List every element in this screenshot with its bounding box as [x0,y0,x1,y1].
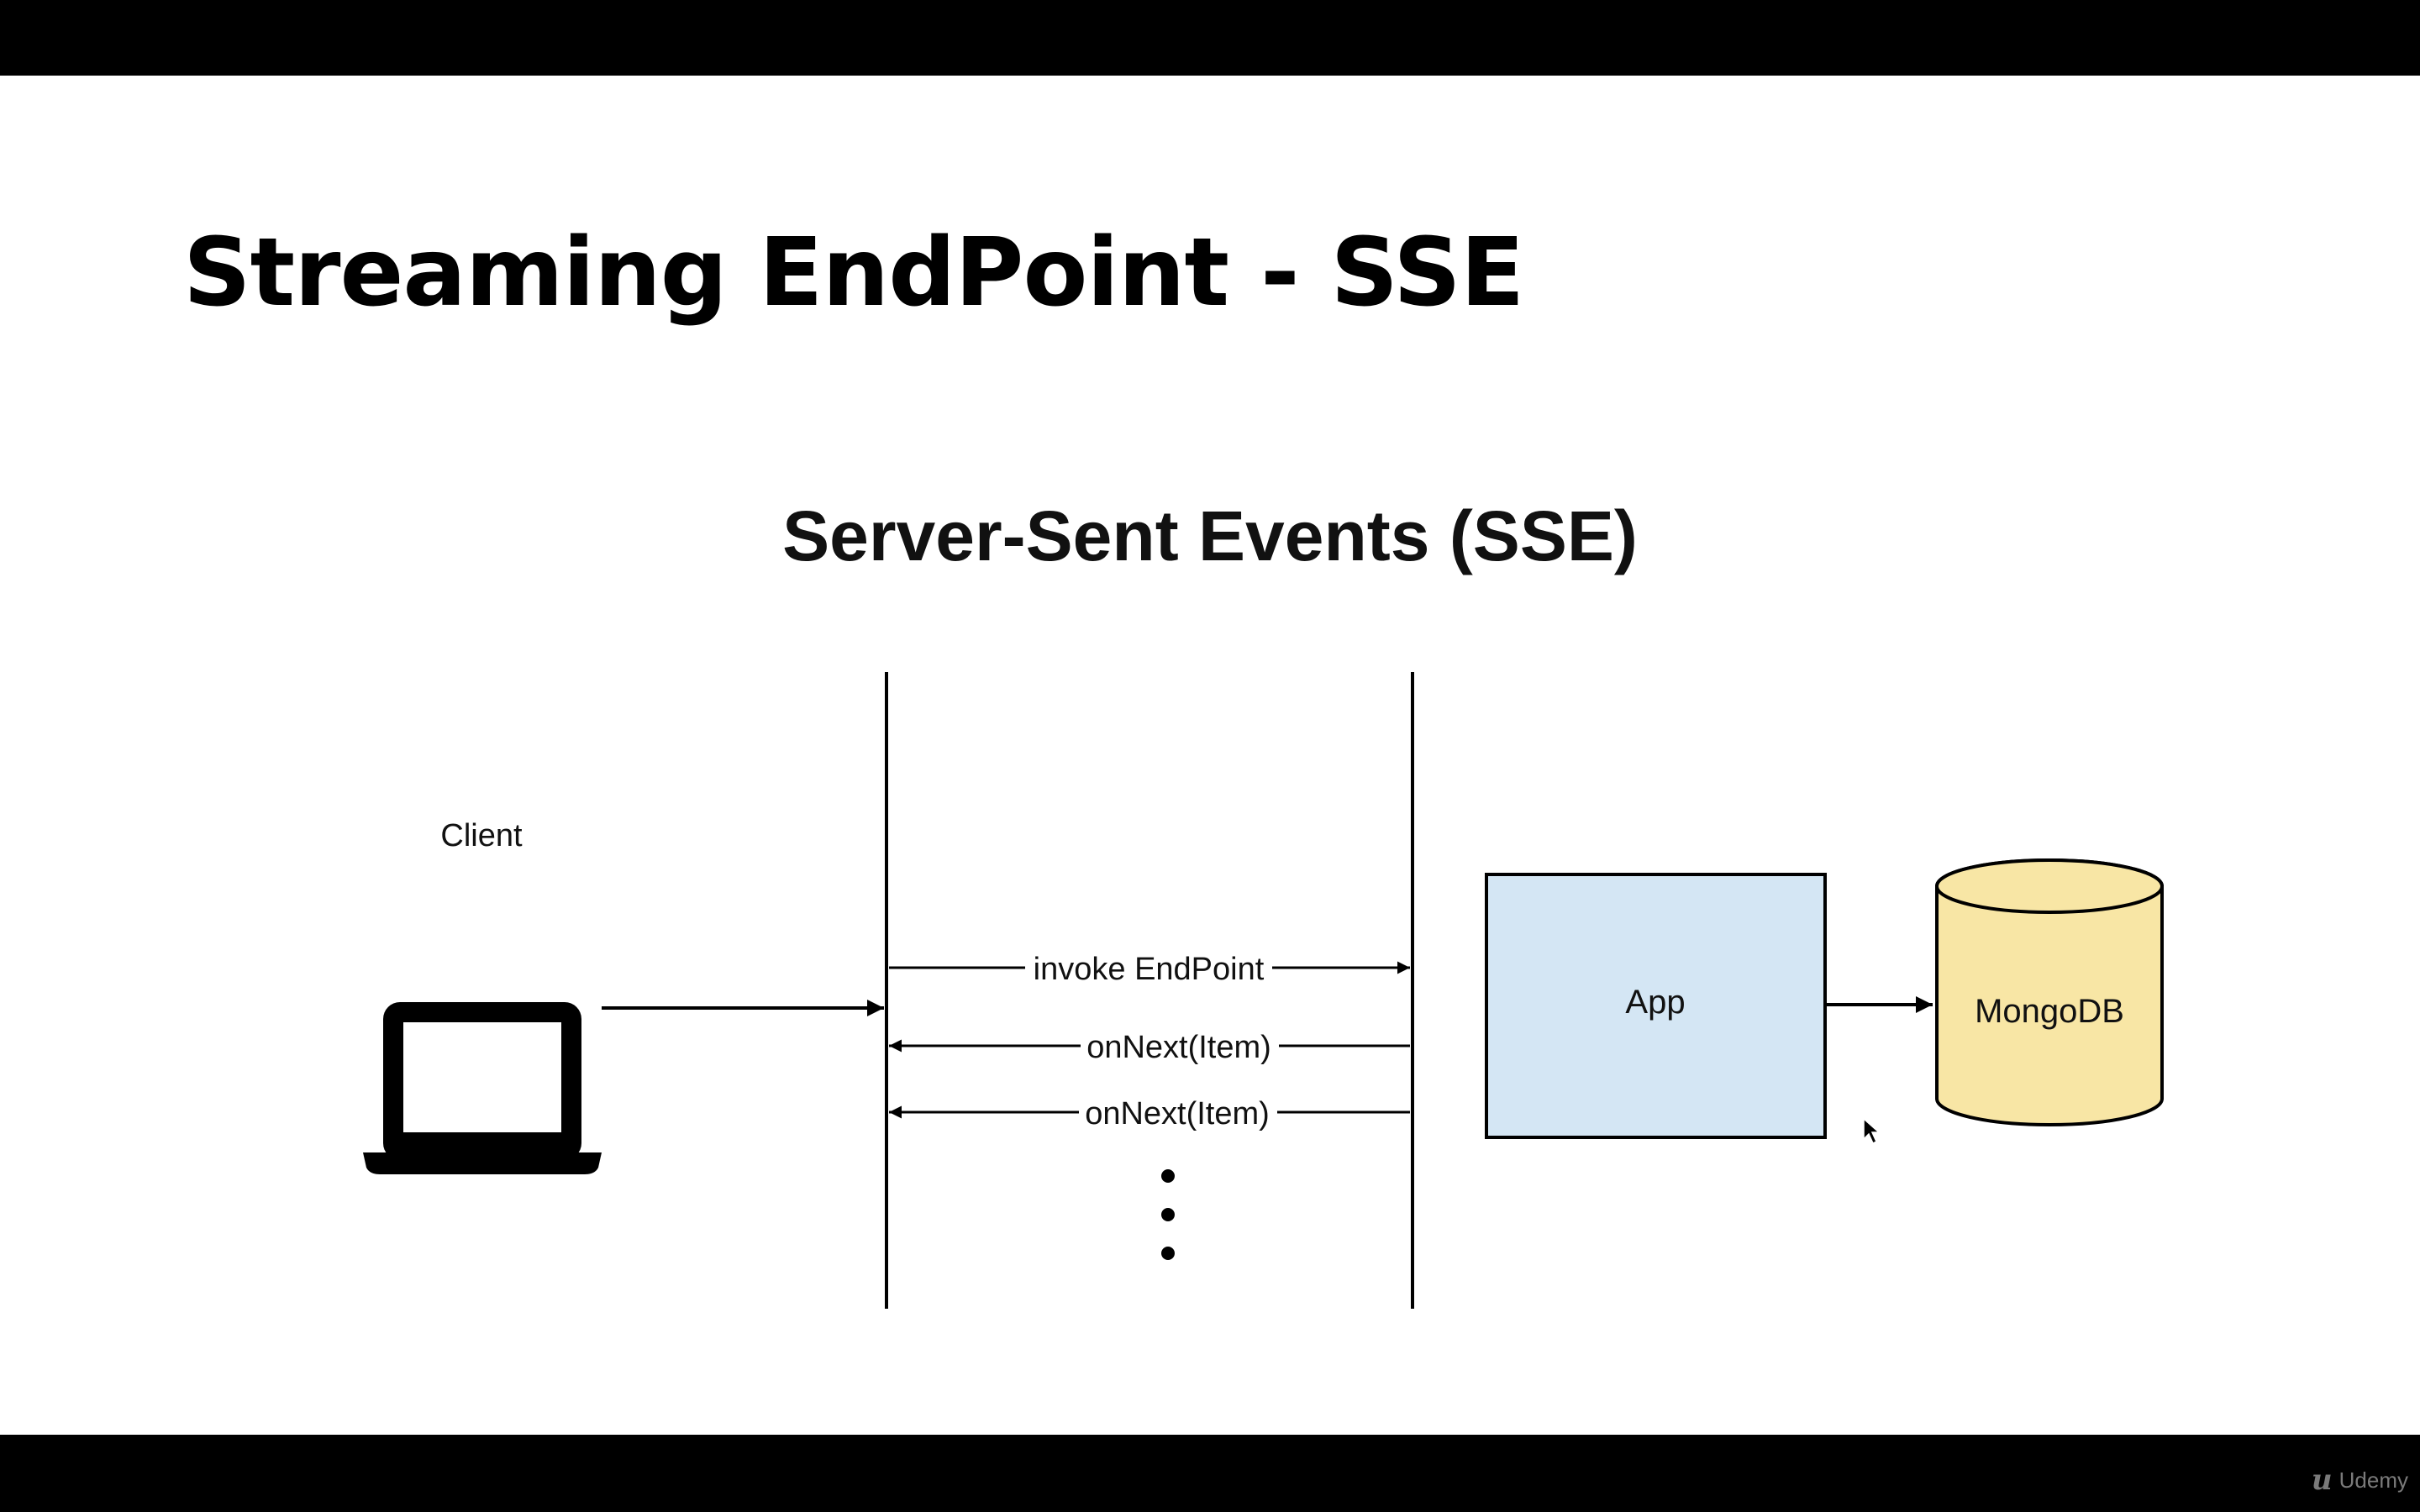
app-label: App [1625,984,1685,1021]
mongodb-label: MongoDB [1975,993,2124,1030]
slide-title: Streaming EndPoint - SSE [183,218,1524,328]
udemy-logo-icon: u [2311,1463,2333,1497]
on-next-label-1: onNext(Item) [1086,1030,1271,1065]
app-box [1485,873,1827,1139]
diagram-title: Server-Sent Events (SSE) [782,496,1638,575]
laptop-icon [363,1002,602,1174]
udemy-watermark: u Udemy [2312,1463,2408,1497]
continuation-dots [1161,1169,1175,1260]
on-next-label-2: onNext(Item) [1085,1096,1270,1131]
watermark-text: Udemy [2338,1467,2408,1493]
invoke-endpoint-label: invoke EndPoint [1034,952,1265,987]
mongodb-cylinder [1935,858,2164,1126]
presentation-slide: Streaming EndPoint - SSE Server-Sent Eve… [0,76,2420,1435]
mouse-cursor-icon [1863,1117,1881,1145]
sse-diagram: Client invoke EndPoint onNext(Item) [363,672,2164,1309]
client-label: Client [440,818,523,853]
